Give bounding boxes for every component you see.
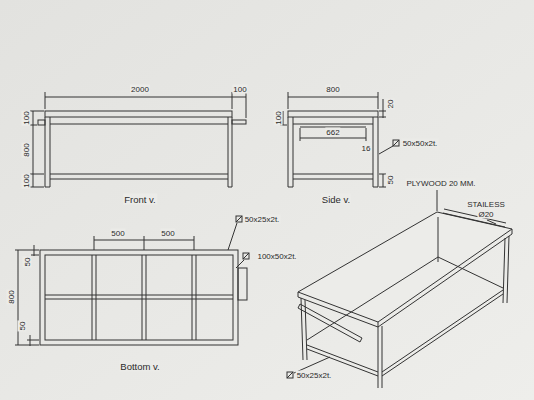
bottom-view [15,216,249,346]
dimension-label: 100 [22,173,31,188]
dimension-label: 20 [386,99,395,110]
isometric-view [287,190,512,388]
dimension-label: 100 [232,85,247,94]
dimension-label: 2000 [130,85,150,94]
dimension-label: 100x50x2t. [256,252,297,261]
front-view [30,92,246,187]
dimension-label: 50x25x2t. [244,215,281,224]
view-title: Side v. [321,194,351,205]
dimension-label: 100 [274,110,283,125]
dimension-label: Ø20 [477,210,494,219]
dimension-label: 800 [325,85,340,94]
dimension-label: 50 [386,175,395,186]
dimension-label: 662 [325,128,340,137]
dimension-label: 50 [18,321,27,332]
dimension-label: 800 [22,142,31,157]
dimension-label: 50 [23,257,32,268]
dimension-label: STAILESS [466,200,506,209]
dimension-label: PLYWOOD 20 MM. [405,179,476,188]
dimension-label: 50x25x2t. [296,371,333,380]
dimension-label: 800 [7,289,16,304]
dimension-label: 50x50x2t. [402,139,439,148]
dimension-label: 500 [110,229,125,238]
dimension-label: 100 [22,110,31,125]
dimension-label: 500 [160,229,175,238]
dimension-label: 16 [361,144,372,153]
view-title: Front v. [123,194,157,205]
view-title: Bottom v. [119,361,160,372]
side-view [280,92,399,187]
